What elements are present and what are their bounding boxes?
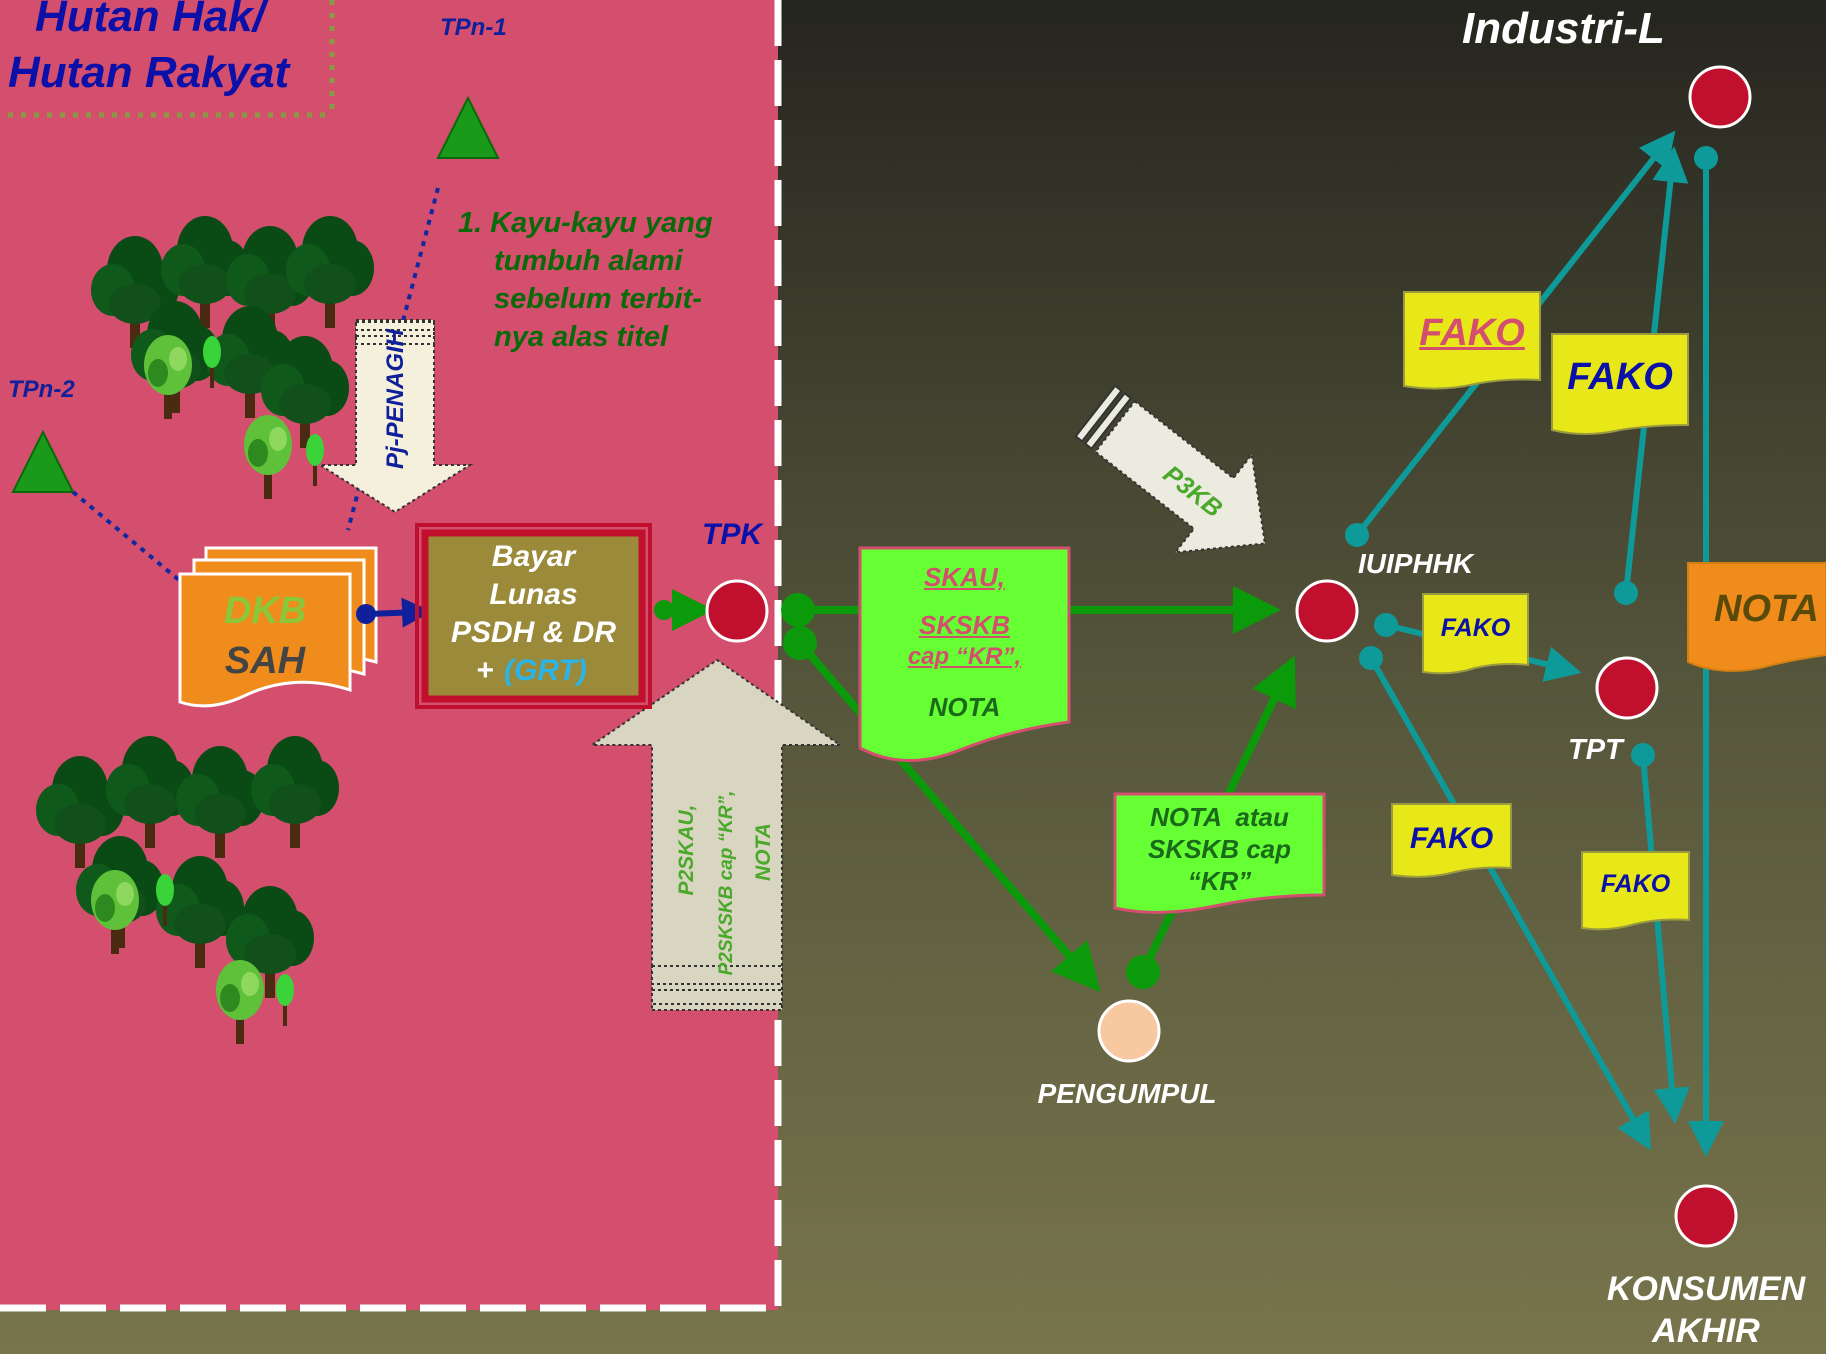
nota-right-document-shape [1687,562,1826,672]
skau-document-shape [858,546,1071,762]
konsumen-label-line1: KONSUMEN [1606,1270,1806,1308]
p2-label-line1: P2SKAU, [675,804,698,896]
skau-line1: SKAU, [924,562,1005,592]
nota-right-label: NOTA [1714,588,1819,630]
note-line2: tumbuh alami [494,245,683,277]
tpn2-triangle-icon [11,429,75,493]
tpk-node [705,579,769,643]
skau-line2: SKSKB [918,610,1010,640]
sah-label: SAH [224,640,306,682]
bayar-box-outer-border [415,523,652,709]
pengumpul-label: PENGUMPUL [1037,1078,1217,1109]
iuiphhk-right-connector-dot [1374,613,1398,637]
bayar-grt: (GRT) [504,654,587,687]
pj-penagih-label: Pj-PENAGIH [382,329,409,470]
pj-penagih-arrow [316,319,474,514]
dkb-to-bayar-arrow [367,597,432,628]
title-industry: Industri-L [1462,4,1665,53]
skau-line3: cap “KR”, [907,643,1022,670]
iuiphhk-node [1295,579,1359,643]
fako-doc-shape-4 [1391,803,1512,878]
iuiphhk-down-connector-dot [1359,646,1383,670]
konsumen-label-line2: AKHIR [1652,1312,1760,1350]
bayar-line2: Lunas [489,578,578,611]
skau-line4: NOTA [928,692,1001,722]
tpn2-label: TPn-2 [8,376,75,403]
note-line4: nya alas titel [494,321,669,353]
tpn1-label: TPn-1 [440,14,507,41]
nota-atau-document-shape [1113,792,1326,914]
iuiphhk-up-connector-dot [1345,523,1369,547]
bayar-plus: + [476,654,494,687]
iuiphhk-to-konsumen-arrow [1368,656,1651,1151]
fako-label-2: FAKO [1567,356,1673,398]
p2-label-line3: NOTA [752,823,775,881]
bayar-box [421,529,646,703]
konsumen-node [1674,1184,1738,1248]
note-line3: sebelum terbit- [494,283,702,315]
fako-label-3: FAKO [1440,614,1511,642]
fako-doc-shape-3 [1422,593,1529,675]
bayar-connector-dot [654,600,674,620]
nota-atau-line2: SKSKB cap [1147,834,1292,864]
tpk-lower-connector-dot [783,626,817,660]
title-forest-line1: Hutan Hak/ [35,0,265,41]
industri-node [1688,65,1752,129]
tpt-up-connector-dot [1614,581,1638,605]
dkb-label: DKB [223,590,307,632]
fako-label-4: FAKO [1409,822,1494,855]
industri-down-connector-dot [1694,146,1718,170]
tpt-down-connector-dot [1631,743,1655,767]
pengumpul-connector-dot [1126,955,1160,989]
dkb-sah-document-icon [178,546,378,708]
fako-doc-shape-1 [1403,291,1541,390]
fako-label-5: FAKO [1600,870,1671,898]
fako-doc-shape-2 [1551,333,1689,435]
pengumpul-node [1097,999,1161,1063]
tpt-node [1595,656,1659,720]
bayar-line1: Bayar [491,540,576,573]
tpn2-dotted-link [71,490,187,587]
fako-doc-shape-5 [1581,851,1690,931]
note-line1: 1. Kayu-kayu yang [458,207,713,239]
iuiphhk-label: IUIPHHK [1358,548,1474,579]
tpk-connector-dot [781,593,815,627]
p2-label-line2: P2SKSKB cap “KR”, [716,790,737,976]
tpk-label: TPK [702,518,762,551]
nota-atau-line3: “KR” [1187,866,1252,896]
tpk-to-pengumpul-arrow [796,640,1101,993]
p3kb-arrow [1074,384,1267,554]
nota-atau-line1: NOTA atau [1150,802,1289,832]
tpt-to-konsumen-arrow [1640,754,1690,1124]
tpt-label: TPT [1568,734,1623,766]
fako-label-1: FAKO [1419,312,1525,354]
p2-documents-arrow [588,658,844,1011]
tpn1-triangle-icon [436,95,500,159]
title-forest-line2: Hutan Rakyat [8,48,290,97]
forest-area-background [0,0,778,1310]
dkb-connector-dot [356,604,376,624]
bayar-line3: PSDH & DR [450,616,616,649]
